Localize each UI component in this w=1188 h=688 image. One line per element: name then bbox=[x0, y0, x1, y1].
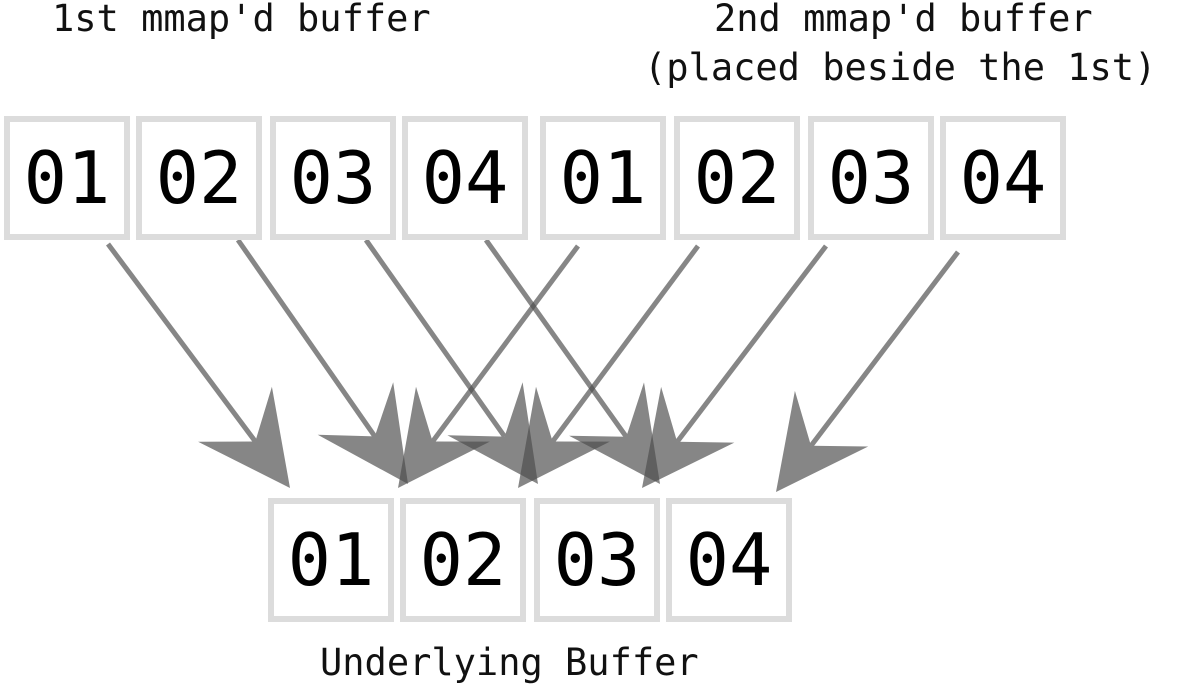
arrow-shaft bbox=[675, 244, 828, 444]
second-buffer-label: 2nd mmap'd buffer bbox=[714, 0, 1093, 40]
underlying-buffer-cell: 02 bbox=[400, 498, 526, 622]
mapping-arrow bbox=[105, 242, 290, 488]
first-buffer-label: 1st mmap'd buffer bbox=[52, 0, 431, 40]
mapping-arrow bbox=[363, 238, 538, 484]
arrow-head bbox=[398, 386, 490, 488]
second-buffer-cell: 02 bbox=[674, 116, 800, 240]
first-buffer-cell: 01 bbox=[4, 116, 130, 240]
underlying-buffer-cell: 03 bbox=[534, 498, 660, 622]
arrow-head bbox=[198, 386, 290, 488]
mapping-arrow bbox=[483, 238, 660, 484]
second-buffer-note: (placed beside the 1st) bbox=[644, 46, 1157, 89]
mapping-arrow bbox=[642, 244, 828, 488]
arrow-head bbox=[776, 390, 869, 492]
arrow-head bbox=[447, 382, 538, 484]
arrow-shaft bbox=[550, 244, 701, 443]
second-buffer-cell: 03 bbox=[808, 116, 934, 240]
arrow-shaft bbox=[430, 244, 581, 443]
arrow-shaft bbox=[809, 250, 960, 448]
mapping-arrow bbox=[398, 244, 581, 488]
arrow-shaft bbox=[105, 242, 258, 444]
underlying-buffer-cell: 01 bbox=[268, 498, 394, 622]
arrow-head bbox=[317, 382, 408, 484]
second-buffer-cell: 04 bbox=[940, 116, 1066, 240]
arrow-shaft bbox=[235, 238, 377, 438]
first-buffer-cell: 02 bbox=[136, 116, 262, 240]
second-buffer-cell: 01 bbox=[540, 116, 666, 240]
mapping-arrow bbox=[776, 250, 960, 492]
arrow-head bbox=[518, 386, 610, 488]
arrow-shaft bbox=[363, 238, 507, 439]
arrow-head bbox=[642, 386, 735, 488]
mapping-arrow bbox=[235, 238, 408, 484]
arrow-shaft bbox=[483, 238, 629, 439]
first-buffer-cell: 04 bbox=[402, 116, 528, 240]
arrow-head bbox=[569, 382, 660, 484]
underlying-buffer-cell: 04 bbox=[666, 498, 792, 622]
first-buffer-cell: 03 bbox=[270, 116, 396, 240]
underlying-buffer-label: Underlying Buffer bbox=[320, 641, 699, 684]
mapping-arrow bbox=[518, 244, 701, 488]
